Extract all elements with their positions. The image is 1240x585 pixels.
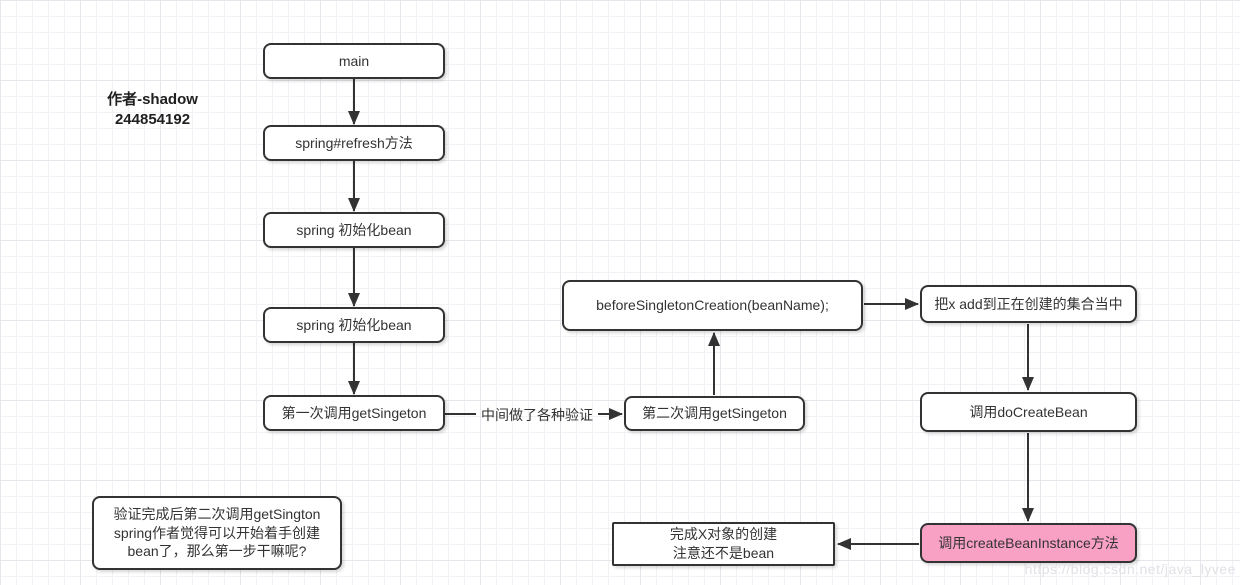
node-spring-init-bean-2[interactable]: spring 初始化bean (263, 307, 445, 343)
author-note: 作者-shadow 244854192 (107, 91, 198, 128)
node-main-label: main (338, 52, 370, 69)
node-complete-x-object-label: 完成X对象的创建 注意还不是bean (669, 526, 778, 561)
node-second-get-singleton[interactable]: 第二次调用getSingeton (624, 396, 805, 431)
node-spring-init-bean-1[interactable]: spring 初始化bean (263, 212, 445, 248)
node-note-comment[interactable]: 验证完成后第二次调用getSington spring作者觉得可以开始着手创建 … (92, 496, 342, 570)
node-main[interactable]: main (263, 43, 445, 79)
node-add-to-creating-set-label: 把x add到正在创建的集合当中 (934, 295, 1123, 312)
node-spring-init-bean-2-label: spring 初始化bean (296, 316, 412, 333)
node-spring-refresh[interactable]: spring#refresh方法 (263, 125, 445, 161)
node-complete-x-object[interactable]: 完成X对象的创建 注意还不是bean (612, 522, 835, 566)
node-before-singleton-creation[interactable]: beforeSingletonCreation(beanName); (562, 280, 863, 331)
node-second-get-singleton-label: 第二次调用getSingeton (642, 405, 787, 422)
node-do-create-bean[interactable]: 调用doCreateBean (920, 392, 1137, 432)
edge-label-validation: 中间做了各种验证 (481, 407, 593, 423)
node-create-bean-instance[interactable]: 调用createBeanInstance方法 (920, 523, 1137, 563)
csdn-watermark: https://blog.csdn.net/java_lyvee (1024, 561, 1236, 577)
node-do-create-bean-label: 调用doCreateBean (969, 403, 1088, 420)
node-add-to-creating-set[interactable]: 把x add到正在创建的集合当中 (920, 285, 1137, 323)
node-spring-refresh-label: spring#refresh方法 (295, 134, 413, 151)
node-before-singleton-creation-label: beforeSingletonCreation(beanName); (596, 297, 829, 314)
node-spring-init-bean-1-label: spring 初始化bean (296, 221, 412, 238)
node-first-get-singleton[interactable]: 第一次调用getSingeton (263, 395, 445, 431)
node-first-get-singleton-label: 第一次调用getSingeton (281, 404, 427, 421)
node-create-bean-instance-label: 调用createBeanInstance方法 (938, 534, 1119, 551)
node-note-comment-label: 验证完成后第二次调用getSington spring作者觉得可以开始着手创建 … (113, 505, 321, 560)
